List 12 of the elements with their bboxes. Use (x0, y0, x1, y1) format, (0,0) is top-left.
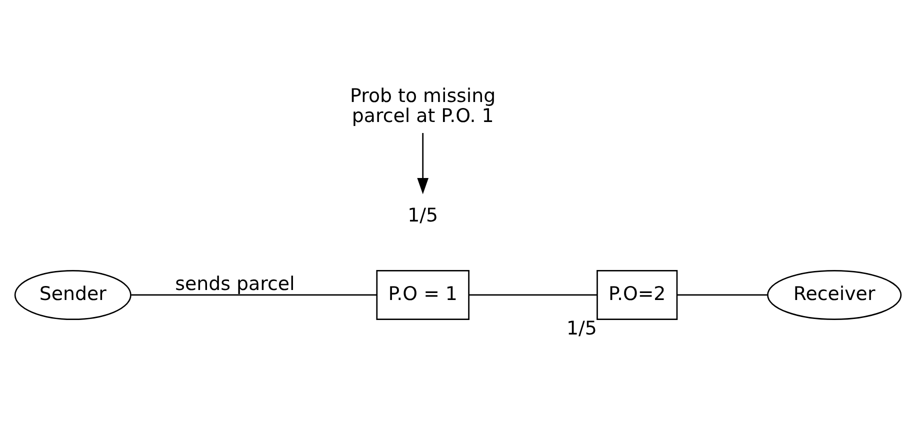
node-text: Prob to missing parcel at P.O. 1 (350, 84, 496, 128)
node-box: P.O = 1 (376, 270, 469, 320)
node-ellipse: Receiver (766, 270, 902, 320)
connector (468, 294, 596, 296)
connector (676, 294, 767, 296)
node-ellipse: Sender (14, 270, 131, 320)
node-box: P.O=2 (596, 270, 678, 320)
connector (130, 294, 376, 296)
edge-label: sends parcel (174, 272, 294, 295)
node-text: 1/5 (407, 204, 438, 227)
node-label: 1/5 (566, 317, 596, 340)
arrow (416, 133, 428, 194)
